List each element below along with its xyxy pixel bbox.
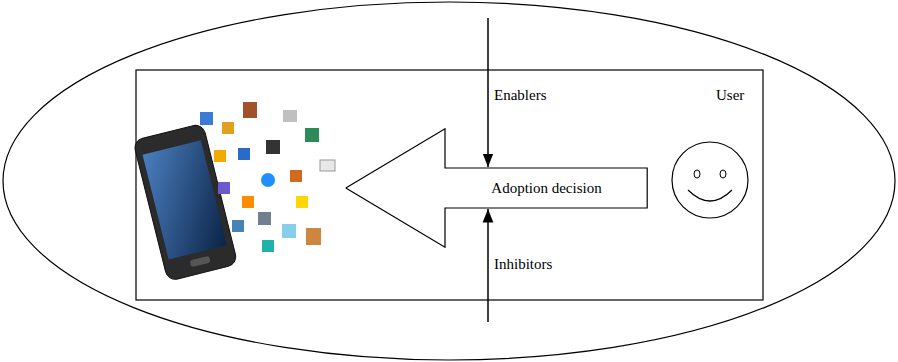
enablers-label: Enablers <box>494 86 546 104</box>
node-label: Adoption decision <box>491 179 601 197</box>
arrow-shape <box>346 129 647 247</box>
enabler-arrow <box>487 18 489 167</box>
context-ellipse <box>3 2 895 360</box>
user-smiley <box>672 142 748 218</box>
user-label: User <box>716 86 744 104</box>
inhibitor-arrow <box>487 209 489 322</box>
inhibitors-label: Inhibitors <box>494 255 552 273</box>
smartphone-illustration <box>133 102 335 281</box>
adoption-arrow: Adoption decision <box>345 128 648 248</box>
